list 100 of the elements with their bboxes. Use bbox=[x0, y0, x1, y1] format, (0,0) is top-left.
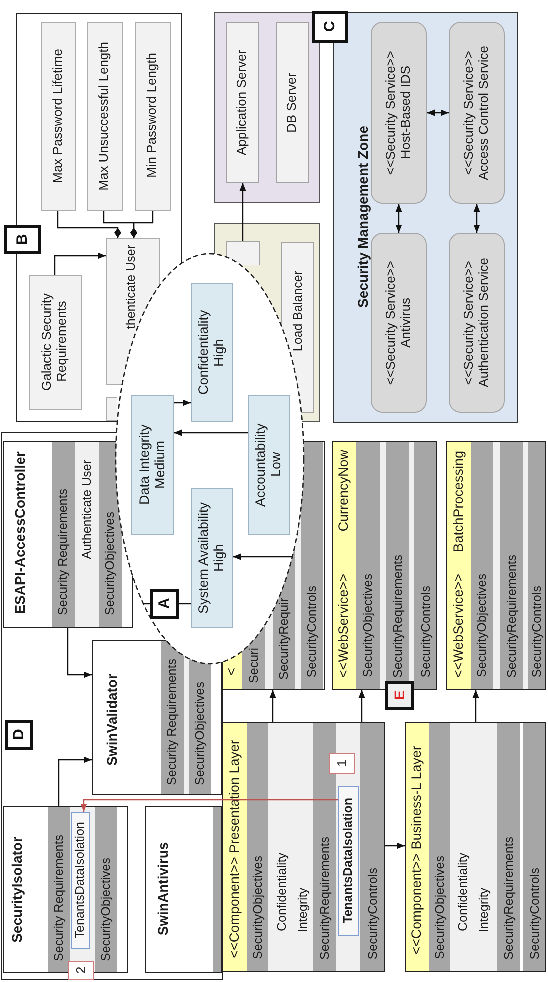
service-label: Access Control Service bbox=[477, 46, 492, 180]
compartment-label: SecurityControls bbox=[365, 868, 380, 960]
compartment-label: SecurityObjectives bbox=[192, 682, 207, 786]
requirement-box bbox=[40, 22, 76, 210]
requirement-label: thenticate User bbox=[123, 245, 138, 330]
attribute-label: Integrity bbox=[296, 888, 310, 932]
compartment-label: SecurityControls bbox=[530, 586, 544, 678]
compartment-label: SecurityObjectives bbox=[432, 856, 447, 960]
compartment-label: SecurityObjectives bbox=[474, 574, 490, 678]
class-title: <<Component>> Business-L Layer bbox=[409, 746, 425, 955]
group-frame bbox=[16, 13, 182, 422]
quality-box bbox=[191, 488, 233, 628]
service-box bbox=[371, 233, 427, 413]
class-box bbox=[446, 441, 546, 690]
quality-label: Data Integrity Medium bbox=[136, 424, 168, 508]
server-group bbox=[214, 12, 320, 203]
stereotype-label: < bbox=[224, 668, 240, 676]
double-arrow bbox=[427, 110, 449, 116]
callout-letter: E bbox=[385, 681, 414, 710]
compartment-label: Securi bbox=[246, 648, 261, 683]
class-name: ESAPI-AccessController bbox=[11, 451, 28, 614]
requirement-label: Galactic Security Requirements bbox=[40, 292, 70, 393]
quality-label: Confidentiality High bbox=[196, 309, 228, 397]
requirement-box bbox=[106, 396, 116, 420]
service-box bbox=[371, 22, 427, 204]
zone-title: Security Management Zone bbox=[354, 126, 372, 308]
class-title: <<Component>> Presentation Layer bbox=[226, 740, 242, 958]
connector-line bbox=[179, 603, 191, 605]
zone-panel bbox=[333, 12, 518, 423]
compartment-label: SecurityRequirements bbox=[390, 555, 405, 678]
compartment-label: SecurityObjectives bbox=[360, 574, 376, 678]
attribute-label: Confidentiality bbox=[274, 853, 290, 932]
double-arrow bbox=[396, 204, 402, 233]
requirement-label: Max Unsuccessful Length bbox=[97, 42, 112, 190]
server-label: Load Balancer bbox=[290, 271, 306, 352]
stereotype-label: <<WebService>> bbox=[450, 574, 466, 678]
server-label: Application Server bbox=[235, 50, 250, 156]
class-title: CurrencyNow bbox=[336, 450, 352, 532]
compartment-label: SecurityRequir bbox=[276, 598, 292, 680]
requirement-box bbox=[134, 22, 170, 210]
arrow bbox=[358, 690, 366, 722]
attribute-label: TenantsDataIsolation bbox=[341, 798, 356, 924]
quality-label: System Availability High bbox=[196, 501, 228, 616]
compartment-label: Security Requirements bbox=[56, 489, 70, 616]
compartment-label: SecurityObjectives bbox=[98, 858, 113, 962]
arrow bbox=[174, 400, 191, 406]
requirement-label: Min Password Length bbox=[145, 53, 160, 178]
callout-letter: D bbox=[4, 720, 32, 750]
service-label: <<Security Service>> bbox=[462, 50, 477, 176]
class-box bbox=[144, 806, 222, 972]
service-box bbox=[449, 22, 505, 204]
service-label: Host-Based IDS bbox=[399, 66, 414, 160]
class-name: SwinAntivirus bbox=[154, 842, 171, 936]
service-label: Authentication Service bbox=[477, 258, 492, 388]
compartment-label: Security Requirements bbox=[51, 835, 66, 962]
callout-number: 1 bbox=[329, 753, 355, 774]
compartment-label: SecurityControls bbox=[304, 586, 320, 678]
quality-box bbox=[248, 395, 290, 535]
arrow bbox=[174, 430, 248, 436]
arrow bbox=[472, 690, 480, 722]
quality-label: Accountability Low bbox=[253, 422, 285, 509]
server-label: DB Server bbox=[285, 72, 300, 132]
aggregation-line bbox=[57, 211, 122, 238]
attribute-label: Integrity bbox=[476, 888, 492, 932]
compartment-label: SecurityControls bbox=[418, 586, 433, 678]
service-box bbox=[449, 233, 505, 413]
class-box bbox=[332, 441, 437, 690]
compartment-label: SecurityRequirements bbox=[504, 555, 519, 678]
arrow bbox=[80, 799, 338, 812]
compartment-label: SecurityControls bbox=[527, 868, 542, 960]
connector-line bbox=[144, 603, 150, 605]
attribute-box bbox=[338, 786, 359, 936]
requirement-box bbox=[28, 274, 82, 410]
attribute-label: TenantsDataIsolation bbox=[72, 822, 88, 938]
aggregation-line bbox=[130, 211, 154, 238]
service-label: <<Security Service>> bbox=[384, 50, 399, 176]
callout-letter: A bbox=[150, 589, 179, 619]
class-title: BatchProcessing bbox=[450, 450, 466, 552]
compartment-label: SecurityRequirements bbox=[317, 837, 332, 960]
arrow bbox=[54, 252, 106, 275]
compartment-label: SecurityObjectives bbox=[102, 512, 118, 616]
class-box bbox=[92, 640, 222, 794]
attribute-label: Authenticate User bbox=[79, 460, 94, 560]
class-name: SecurityIsolator bbox=[8, 836, 25, 942]
arrow bbox=[58, 756, 92, 806]
arrow bbox=[67, 628, 92, 678]
double-arrow bbox=[474, 204, 480, 233]
server-box bbox=[226, 22, 259, 183]
requirement-box bbox=[86, 22, 122, 210]
arrow bbox=[385, 842, 405, 850]
class-box bbox=[222, 722, 385, 972]
callout-letter: B bbox=[4, 225, 41, 254]
quality-box bbox=[131, 395, 174, 535]
arrow bbox=[240, 183, 246, 241]
requirement-label: Max Password Lifetime bbox=[50, 48, 66, 184]
class-box bbox=[2, 806, 128, 972]
service-label: <<Security Service>> bbox=[462, 260, 477, 386]
attribute-label: Confidentiality bbox=[456, 853, 470, 932]
class-name: SwinValidator bbox=[103, 674, 120, 766]
compartment-label: SecurityObjectives bbox=[250, 856, 265, 960]
